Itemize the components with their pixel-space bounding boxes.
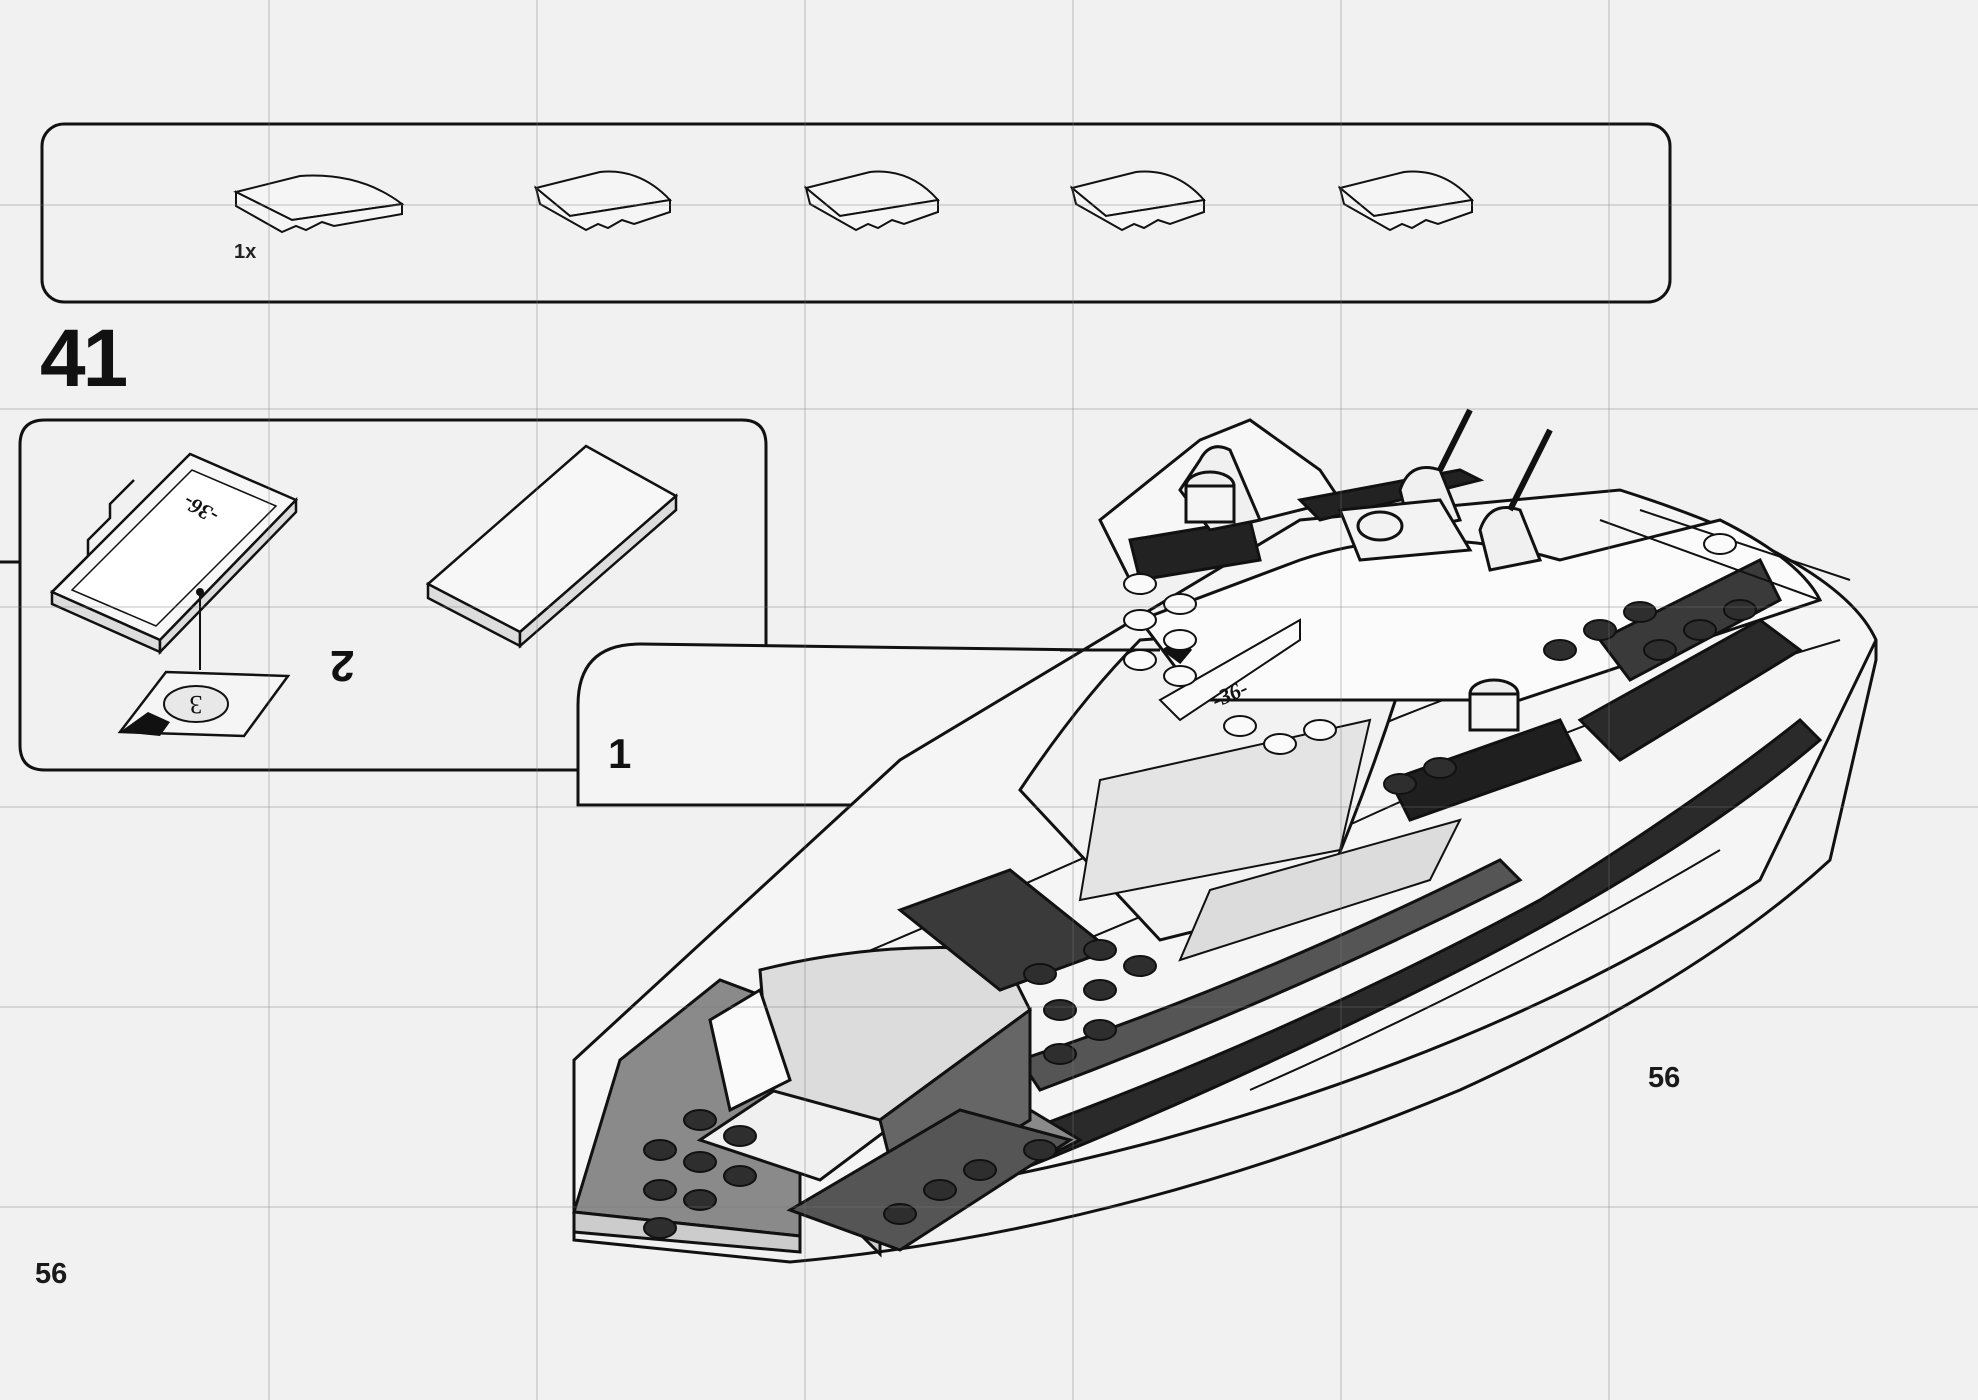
sticker-sheet: 3	[117, 670, 291, 738]
yacht-white-studs	[1123, 533, 1737, 755]
slope-with-sticker: -36-	[49, 452, 299, 656]
step-number: 41	[40, 313, 128, 404]
part-quantity-label: 1x	[234, 241, 257, 263]
parts-slope-brick-2	[533, 170, 673, 232]
parts-callout-box	[40, 122, 1672, 304]
parts-slope-brick-4	[1069, 170, 1206, 232]
parts-slope-brick-1	[233, 174, 405, 234]
yacht-studs	[643, 599, 1757, 1239]
parts-slope-brick-3	[803, 170, 940, 232]
sub-step-2-label: 2	[330, 641, 355, 690]
page-number-right: 56	[1648, 1062, 1681, 1094]
plain-slope-brick	[425, 444, 679, 649]
sub-step-box	[18, 418, 768, 772]
yacht-model: -36-	[572, 408, 1878, 1264]
parts-slope-brick-5	[1337, 170, 1474, 232]
page-number-left: 56	[35, 1258, 68, 1290]
sticker-pointer-dot	[196, 588, 204, 596]
sticker-number: 3	[190, 690, 203, 719]
sub-step-1-label: 1	[608, 730, 632, 777]
